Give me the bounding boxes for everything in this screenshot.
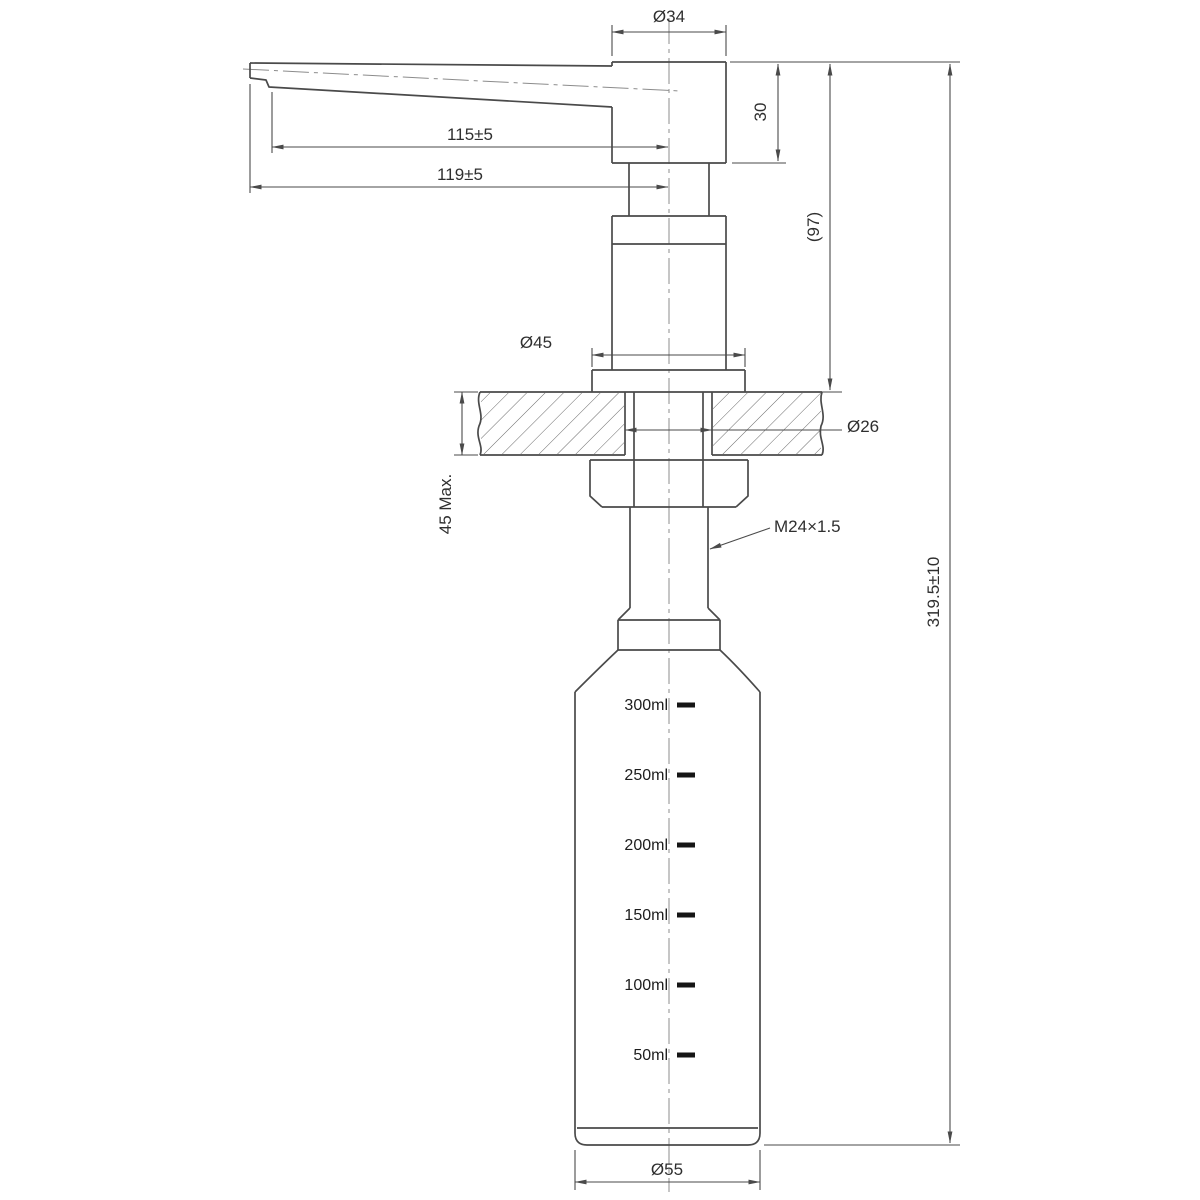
scale-mark: 50ml	[633, 1047, 695, 1064]
countertop-hatch-left	[481, 393, 624, 454]
dim-flange-diameter: Ø45	[520, 333, 746, 367]
scale-mark: 300ml	[624, 697, 695, 714]
bottle-volume-scale: 300ml 250ml 200ml 150ml 100ml 50ml	[624, 697, 695, 1064]
dim-label-flange-diameter: Ø45	[520, 333, 552, 352]
dim-label-bottle-diameter: Ø55	[651, 1160, 683, 1179]
scale-mark-label: 200ml	[624, 837, 668, 854]
spout	[249, 62, 613, 108]
dim-above-counter-height: (97)	[804, 63, 842, 393]
dim-label-total-height: 319.5±10	[924, 557, 943, 628]
dim-label-head-diameter: Ø34	[653, 7, 685, 26]
countertop-hatch-right	[713, 393, 821, 454]
centerlines	[242, 18, 681, 1192]
scale-mark-label: 300ml	[624, 697, 668, 714]
scale-mark-label: 100ml	[624, 977, 668, 994]
scale-mark-label: 50ml	[633, 1047, 668, 1064]
pump-head	[611, 61, 727, 164]
scale-mark: 100ml	[624, 977, 695, 994]
shank-through-counter	[633, 392, 704, 460]
body-tube	[611, 215, 727, 370]
bottle-collar	[617, 619, 721, 651]
dim-label-spout-outer: 119±5	[437, 165, 483, 184]
break-line-right	[819, 391, 824, 456]
countertop-section	[477, 391, 824, 456]
dim-head-height: 30	[732, 63, 786, 164]
dim-label-above-counter: (97)	[804, 212, 823, 242]
dim-total-height: 319.5±10	[730, 61, 960, 1146]
dim-label-head-height: 30	[751, 103, 770, 122]
dim-label-hole-diameter: Ø26	[847, 417, 879, 436]
pump-neck	[628, 163, 710, 216]
dim-head-diameter: Ø34	[611, 7, 727, 56]
scale-mark: 250ml	[624, 767, 695, 784]
break-line-left	[477, 391, 482, 456]
dim-hole-diameter: Ø26	[624, 417, 879, 436]
dim-thread-spec: M24×1.5	[709, 517, 841, 550]
spout-centerline	[242, 68, 681, 92]
scale-mark: 200ml	[624, 837, 695, 854]
dim-label-thread-spec: M24×1.5	[774, 517, 841, 536]
lock-nut	[589, 459, 749, 508]
dim-counter-thickness: 45 Max.	[436, 391, 478, 534]
bottle	[574, 649, 761, 1146]
dim-label-counter-thickness: 45 Max.	[436, 474, 455, 534]
threaded-shank	[617, 507, 721, 621]
dim-spout-length-outer: 119±5	[249, 84, 669, 193]
dim-bottle-diameter: Ø55	[574, 1150, 761, 1190]
dim-label-spout-inner: 115±5	[447, 125, 493, 144]
dim-spout-length-inner: 115±5	[271, 92, 669, 153]
scale-mark-label: 150ml	[624, 907, 668, 924]
scale-mark: 150ml	[624, 907, 695, 924]
mounting-flange	[591, 369, 746, 393]
scale-mark-label: 250ml	[624, 767, 668, 784]
